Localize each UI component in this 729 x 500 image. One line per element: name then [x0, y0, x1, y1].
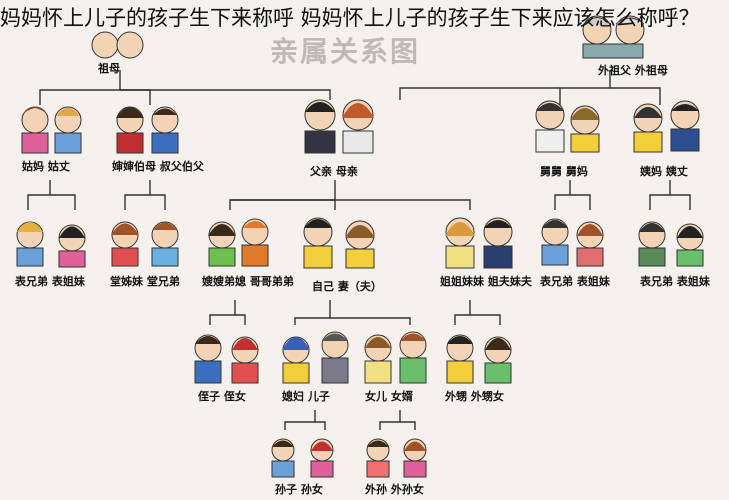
diagram-title: 亲属关系图 [269, 35, 420, 68]
grandparent-figure [91, 31, 144, 59]
label-cousins-right-1: 表兄弟 表姐妹 [539, 274, 611, 288]
label-sisters: 姐姐妹妹 姐夫妹夫 [440, 274, 533, 288]
label-children: 媳妇 儿子 [282, 389, 330, 403]
connector-lines [27, 70, 691, 430]
parents-figure [304, 99, 374, 154]
page-title: 妈妈怀上儿子的孩子生下来称呼 妈妈怀上儿子的孩子生下来应该怎么称呼？ [0, 6, 700, 30]
labels: 祖母 外祖父 外祖母 姑妈 姑丈 婶婶伯母 叔父伯父 父亲 母亲 舅舅 舅妈 姨… [14, 61, 711, 496]
label-cousins-right-2: 表兄弟 表姐妹 [639, 274, 711, 288]
aunt-uncle-2 [116, 106, 179, 154]
maternal-grandparents-figure [582, 15, 645, 59]
label-maternal-nephews: 外甥 外甥女 [444, 389, 504, 403]
grandchildren-figure [271, 438, 334, 478]
label-self: 自己 妻（夫） [312, 279, 382, 293]
label-paternal-aunt: 姑妈 姑丈 [22, 159, 70, 173]
label-grandchildren: 孙子 孙女 [275, 482, 323, 496]
label-paternal-grandparents: 祖母 [97, 61, 120, 75]
label-maternal-grandparents: 外祖父 外祖母 [597, 63, 668, 77]
cousins-right-1-figure [541, 218, 604, 267]
page-title-overlay: 妈妈怀上儿子的孩子生下来称呼 妈妈怀上儿子的孩子生下来应该怎么称呼？ [0, 0, 729, 35]
label-paternal-uncle: 婶婶伯母 叔父伯父 [112, 159, 205, 173]
aunt-uncle-1 [20, 106, 82, 154]
maternal-nephews-figure [446, 334, 512, 384]
cousins-paternal-figure [111, 221, 179, 267]
maternal-uncle-figure [535, 100, 600, 153]
children-figure [282, 331, 349, 384]
grand-grandchildren-figure [366, 438, 427, 478]
label-maternal-uncle: 舅舅 舅妈 [540, 164, 588, 178]
people [16, 15, 704, 478]
label-parents: 父亲 母亲 [309, 164, 358, 178]
label-siblings-in-law: 嫂嫂弟媳 哥哥弟弟 [202, 274, 294, 288]
label-cousins-left: 表兄弟 表姐妹 [14, 274, 86, 288]
label-nephews: 侄子 侄女 [198, 389, 246, 403]
label-maternal-aunt: 姨妈 姨丈 [639, 164, 688, 178]
self-figure [303, 217, 375, 269]
label-grand-grandchildren: 外孙 外孙女 [364, 482, 424, 496]
nephews-figure [194, 334, 259, 384]
label-daughters: 女儿 女婿 [365, 389, 414, 403]
daughters-figure [364, 331, 427, 384]
siblings-figure [208, 218, 269, 267]
cousins-right-2-figure [638, 221, 704, 267]
maternal-aunt-figure [633, 100, 700, 153]
label-cousins-paternal: 堂姊妹 堂兄弟 [110, 274, 180, 288]
sisters-figure [445, 217, 513, 269]
cousins-left-figure [16, 221, 86, 268]
